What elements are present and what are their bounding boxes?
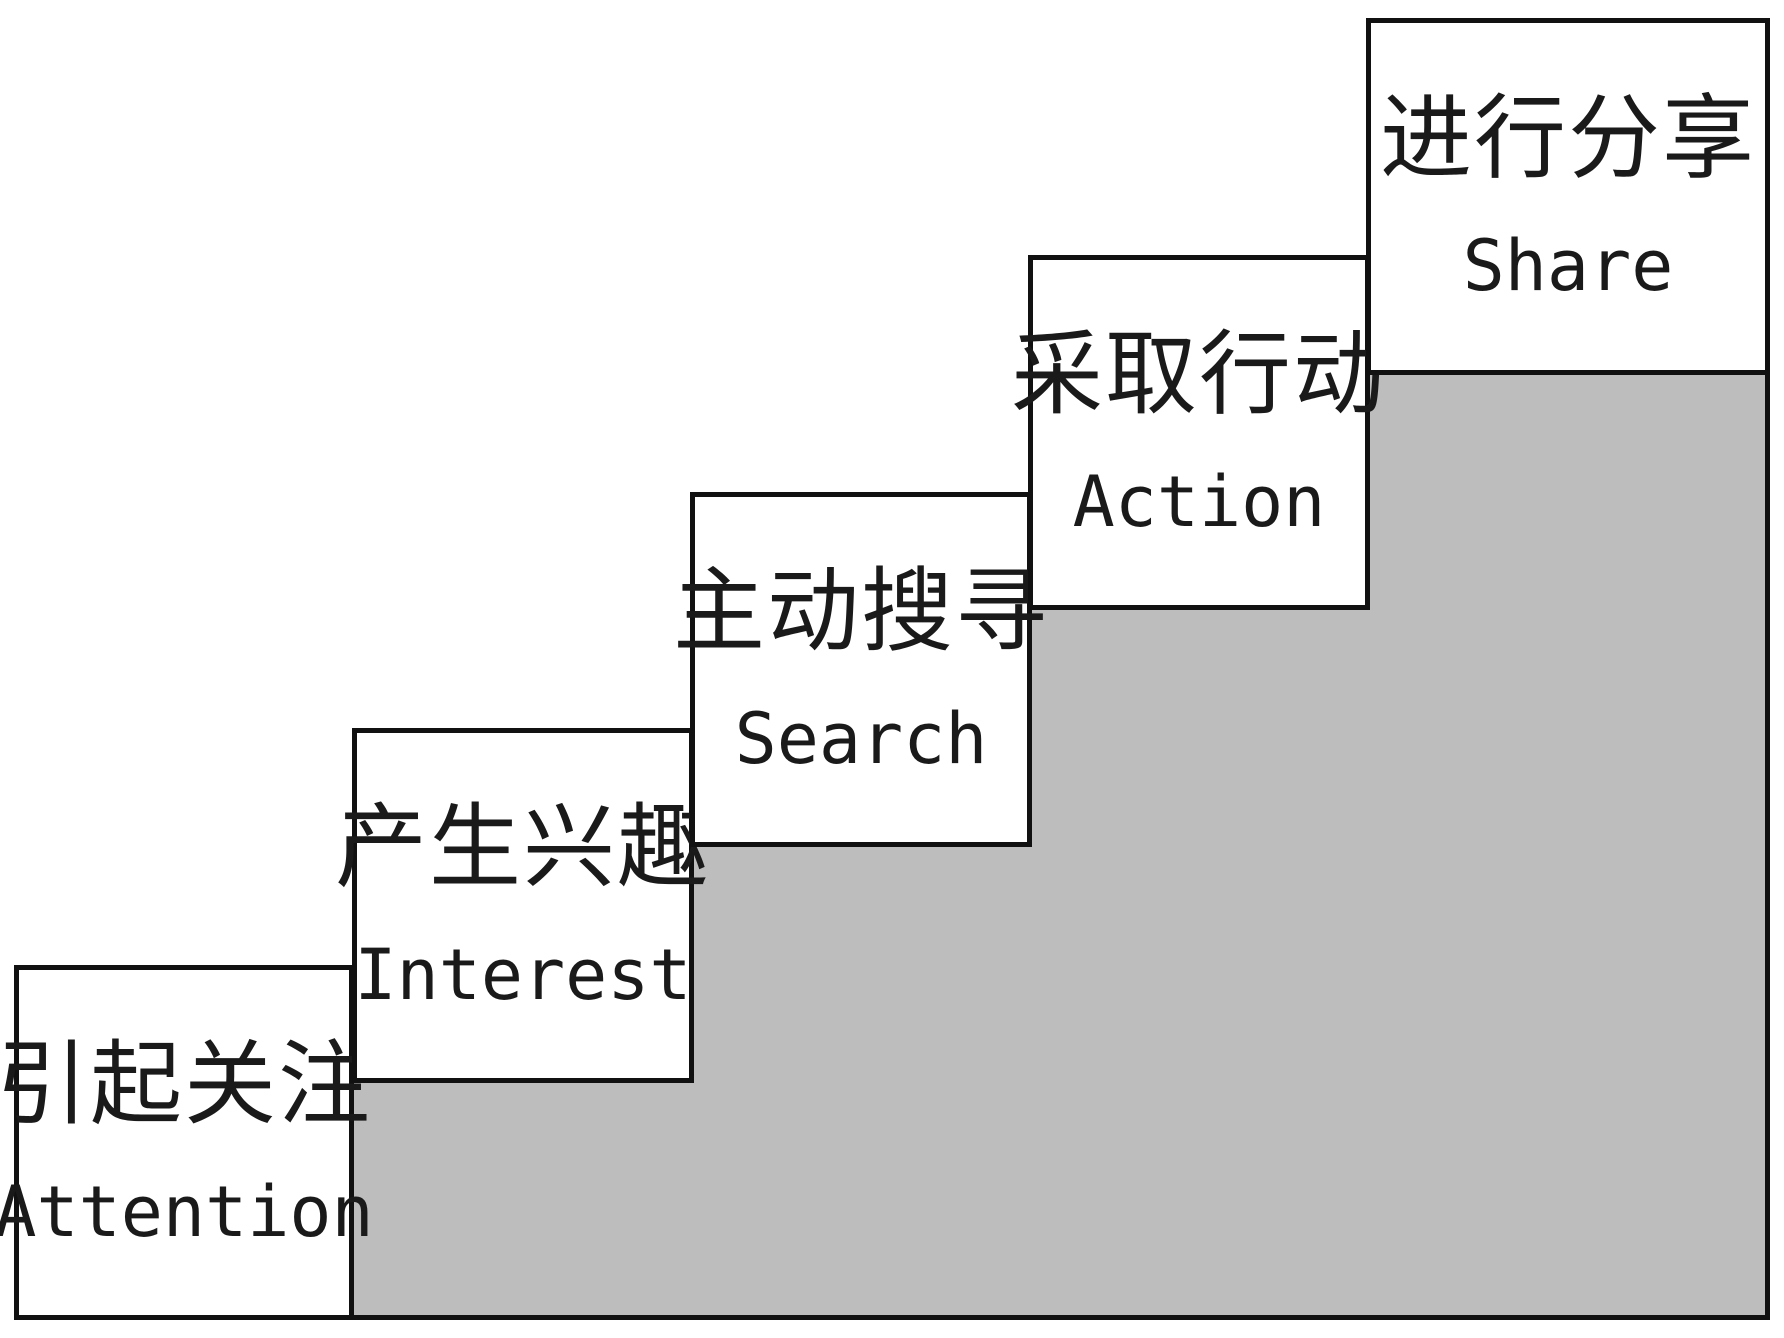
stage-label-en: Share — [1462, 224, 1674, 307]
stage-label-en: Search — [734, 697, 988, 780]
stage-label-en: Attention — [0, 1170, 374, 1253]
stage-label-zh: 产生兴趣 — [335, 794, 712, 902]
stage-box-search: 主动搜寻 Search — [673, 492, 1047, 847]
stage-box-action: 采取行动 Action — [1011, 255, 1385, 610]
stage-label-zh: 引起关注 — [0, 1031, 373, 1139]
stage-box-attention: 引起关注 Attention — [0, 965, 374, 1320]
stage-box-share: 进行分享 Share — [1366, 18, 1770, 375]
stair-fill-action — [1030, 605, 1368, 1315]
stage-label-en: Interest — [354, 933, 692, 1016]
stage-label-en: Action — [1072, 460, 1326, 543]
stair-fill-share — [1368, 370, 1770, 1315]
stage-box-interest: 产生兴趣 Interest — [335, 728, 709, 1083]
stage-label-zh: 进行分享 — [1379, 85, 1756, 193]
stair-fill-interest — [352, 1078, 692, 1315]
stage-label-zh: 主动搜寻 — [673, 558, 1050, 666]
stage-label-zh: 采取行动 — [1011, 321, 1388, 429]
stair-fill-search — [692, 842, 1030, 1315]
